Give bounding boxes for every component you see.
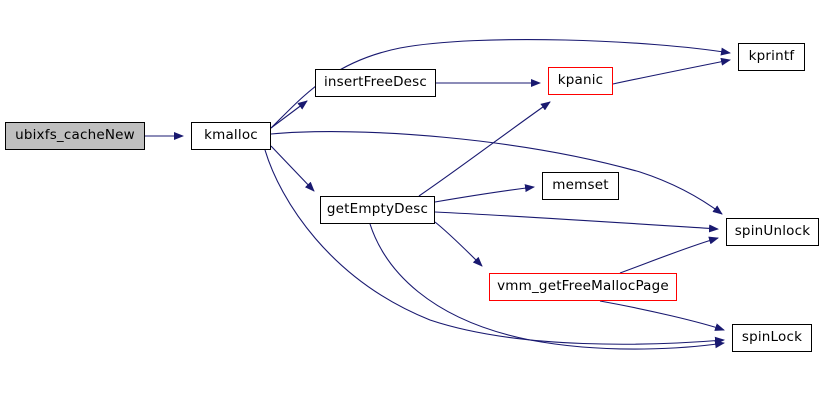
node-label-kmalloc: kmalloc — [204, 127, 258, 144]
edge-getEmptyDesc-to-memset — [434, 184, 535, 203]
edge-kmalloc-to-getEmptyDesc — [270, 145, 315, 192]
node-vmm_getFreeMallocPage[interactable]: vmm_getFreeMallocPage — [489, 273, 677, 301]
node-kpanic[interactable]: kpanic — [548, 67, 613, 95]
node-label-insertFreeDesc: insertFreeDesc — [323, 74, 428, 91]
node-spinUnlock[interactable]: spinUnlock — [726, 218, 819, 246]
edge-getEmptyDesc-to-spinLock — [369, 223, 725, 350]
node-kmalloc[interactable]: kmalloc — [191, 122, 271, 150]
node-ubixfs_cacheNew[interactable]: ubixfs_cacheNew — [5, 122, 145, 150]
edge-getEmptyDesc-to-vmm_getFreeMallocPage — [434, 221, 483, 267]
node-label-ubixfs_cacheNew: ubixfs_cacheNew — [15, 127, 135, 144]
node-label-kprintf: kprintf — [748, 48, 795, 65]
edge-kmalloc-to-spinUnlock — [270, 131, 723, 215]
edge-getEmptyDesc-to-spinUnlock — [434, 211, 719, 233]
edge-getEmptyDesc-to-kpanic — [418, 101, 551, 197]
edge-kmalloc-to-insertFreeDesc — [270, 100, 308, 129]
edge-kmalloc-to-spinLock — [264, 149, 725, 345]
node-label-getEmptyDesc: getEmptyDesc — [326, 201, 429, 218]
node-spinLock[interactable]: spinLock — [732, 324, 812, 352]
edge-kmalloc-to-kprintf — [270, 39, 731, 129]
edge-vmm_getFreeMallocPage-to-spinUnlock — [619, 236, 719, 274]
node-label-vmm_getFreeMallocPage: vmm_getFreeMallocPage — [497, 278, 669, 295]
node-label-spinLock: spinLock — [741, 329, 803, 346]
node-kprintf[interactable]: kprintf — [738, 43, 805, 71]
node-label-memset: memset — [552, 177, 609, 194]
node-insertFreeDesc[interactable]: insertFreeDesc — [315, 69, 436, 97]
node-label-spinUnlock: spinUnlock — [734, 223, 811, 240]
edge-layer — [145, 39, 731, 350]
node-label-kpanic: kpanic — [557, 72, 604, 89]
edge-kpanic-to-kprintf — [612, 57, 731, 85]
edge-vmm_getFreeMallocPage-to-spinLock — [599, 300, 725, 331]
node-getEmptyDesc[interactable]: getEmptyDesc — [320, 196, 435, 224]
node-memset[interactable]: memset — [542, 172, 619, 200]
